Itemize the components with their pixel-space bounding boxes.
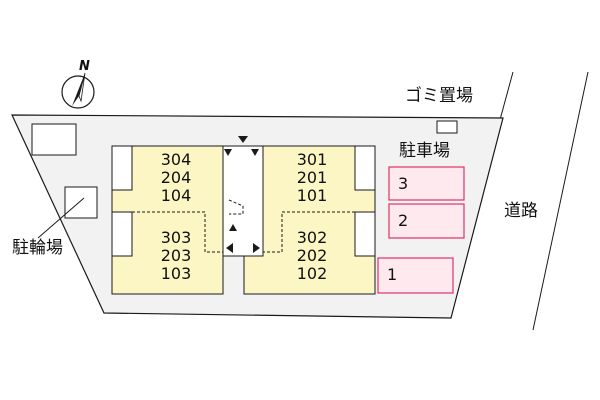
- unit-number: 103: [160, 264, 192, 283]
- unit-number: 203: [160, 246, 192, 265]
- unit-number: 304: [160, 150, 192, 169]
- parking-space-2: 2: [398, 211, 409, 230]
- unit-stack-303: 303 203 103: [148, 229, 204, 283]
- balcony-right-top: [354, 145, 376, 191]
- bicycle-parking-box-2: [64, 186, 98, 219]
- stair-area: [222, 145, 264, 257]
- building-right-block: [243, 145, 376, 295]
- parking-space-2-shape: [388, 203, 465, 239]
- unit-stack-302: 302 202 102: [284, 229, 340, 283]
- unit-number: 201: [296, 168, 328, 187]
- unit-stack-304: 304 204 104: [148, 151, 204, 205]
- unit-stack-301: 301 201 101: [284, 151, 340, 205]
- unit-number: 301: [296, 150, 328, 169]
- unit-divider-left: [132, 211, 223, 253]
- entrance-arrow-mid: [229, 224, 237, 231]
- road-label: 道路: [504, 201, 538, 221]
- parking-space-3: 3: [398, 174, 409, 193]
- balcony-left-bottom: [111, 211, 133, 257]
- entrance-arrow-left: [226, 243, 233, 253]
- unit-number: 303: [160, 228, 192, 247]
- parking-label: 駐車場: [399, 141, 450, 161]
- unit-number: 104: [160, 186, 192, 205]
- unit-number: 101: [296, 186, 328, 205]
- bicycle-parking-label: 駐輪場: [12, 238, 63, 258]
- unit-number: 302: [296, 228, 328, 247]
- north-arrow-half: [78, 72, 86, 103]
- garbage-box: [436, 120, 458, 134]
- unit-number: 202: [296, 246, 328, 265]
- balcony-left-top: [111, 145, 133, 191]
- entrance-arrow-right: [253, 243, 260, 253]
- bicycle-leader-line: [37, 197, 85, 239]
- entrance-arrow-left-top: [224, 149, 232, 156]
- garbage-area-label: ゴミ置場: [405, 86, 473, 106]
- entrance-arrow-top: [238, 136, 248, 143]
- unit-number: 102: [296, 264, 328, 283]
- parking-space-3-shape: [388, 166, 465, 201]
- parking-space-1: 1: [387, 265, 398, 284]
- compass-north-label: N: [79, 59, 90, 74]
- bicycle-parking-box-1: [31, 123, 77, 156]
- road-edge-right: [532, 71, 589, 331]
- north-arrow-icon: [72, 73, 85, 106]
- balcony-right-bottom: [354, 211, 376, 257]
- parking-space-1-shape: [377, 257, 454, 294]
- entrance-arrow-right-top: [251, 149, 259, 156]
- unit-divider-right: [263, 211, 355, 253]
- stair-path: [228, 199, 244, 215]
- unit-number: 204: [160, 168, 192, 187]
